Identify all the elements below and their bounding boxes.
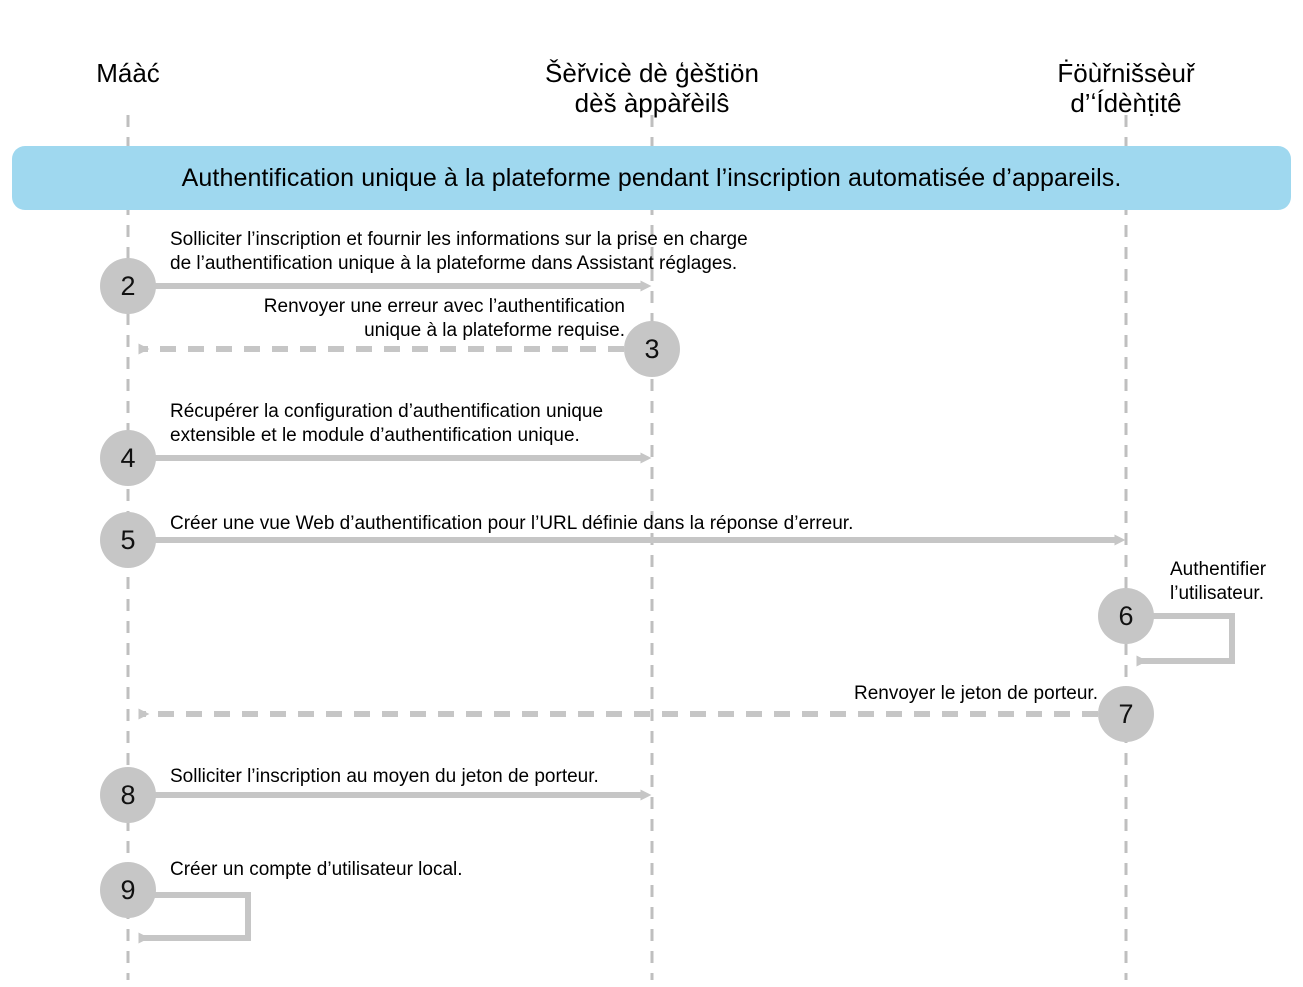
message-label-step-7: Renvoyer le jeton de porteur. bbox=[854, 683, 1098, 704]
message-label-step-8: Solliciter l’inscription au moyen du jet… bbox=[170, 766, 599, 787]
message-label-step-5: Créer une vue Web d’authentification pou… bbox=[170, 513, 854, 534]
step-number-6: 6 bbox=[1118, 600, 1134, 631]
message-label-step-4: Récupérer la configuration d’authentific… bbox=[170, 401, 604, 446]
step-number-9: 9 bbox=[120, 874, 136, 905]
actor-label-idp: Ḟöùřnišsèuř d’ʻÍdèǹṭitê bbox=[1057, 58, 1195, 118]
actor-label-mac: Máàć bbox=[96, 58, 160, 88]
message-label-step-9: Créer un compte d’utilisateur local. bbox=[170, 859, 463, 880]
phase-banner-label: Authentification unique à la plateforme … bbox=[181, 163, 1122, 192]
actor-header-mac: Máàć bbox=[28, 28, 228, 88]
message-label-step-3: Renvoyer une erreur avec l’authentificat… bbox=[263, 296, 625, 341]
step-number-4: 4 bbox=[120, 442, 136, 473]
step-number-8: 8 bbox=[120, 779, 136, 810]
actor-header-mdm: Šèřvicè dè ģèštiön dèš àppàřèilŝ bbox=[452, 28, 852, 118]
step-badge-5[interactable]: 5 bbox=[100, 512, 156, 568]
step-badge-3[interactable]: 3 bbox=[624, 321, 680, 377]
actor-header-idp: Ḟöùřnišsèuř d’ʻÍdèǹṭitê bbox=[966, 28, 1286, 118]
step-number-2: 2 bbox=[120, 270, 136, 301]
actor-label-mdm: Šèřvicè dè ģèštiön dèš àppàřèilŝ bbox=[545, 58, 759, 118]
step-badge-6[interactable]: 6 bbox=[1098, 588, 1154, 644]
step-badge-9[interactable]: 9 bbox=[100, 862, 156, 918]
step-badge-8[interactable]: 8 bbox=[100, 767, 156, 823]
message-label-step-6: Authentifier l’utilisateur. bbox=[1170, 559, 1267, 604]
phase-banner: Authentification unique à la plateforme … bbox=[12, 146, 1291, 210]
step-number-5: 5 bbox=[120, 524, 136, 555]
step-badge-2[interactable]: 2 bbox=[100, 258, 156, 314]
step-badge-4[interactable]: 4 bbox=[100, 430, 156, 486]
step-number-3: 3 bbox=[644, 333, 660, 364]
step-number-7: 7 bbox=[1118, 698, 1134, 729]
step-badge-7[interactable]: 7 bbox=[1098, 686, 1154, 742]
message-label-step-2: Solliciter l’inscription et fournir les … bbox=[170, 229, 748, 274]
self-loop-step-6 bbox=[1126, 613, 1235, 667]
self-loop-step-9 bbox=[128, 892, 251, 944]
